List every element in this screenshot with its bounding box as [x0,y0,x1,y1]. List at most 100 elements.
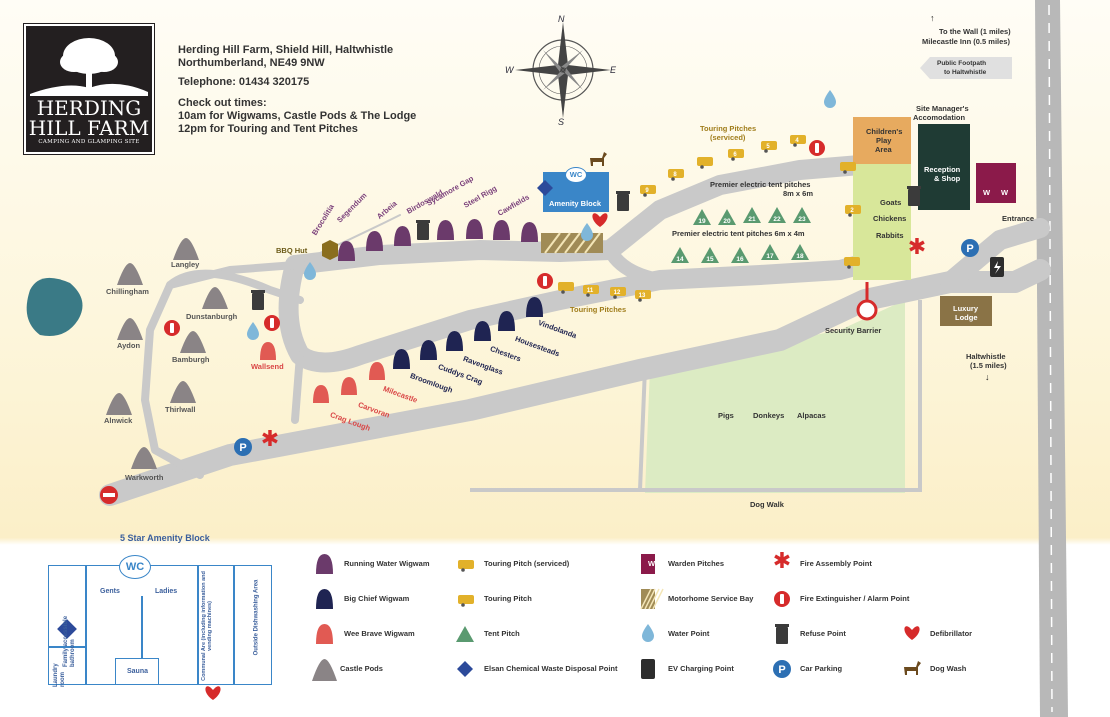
legend-touring: Touring Pitch [484,594,532,603]
legend-touring-icon [458,595,474,604]
serviced-touring-pitch-6 [728,149,744,158]
legend-big-chief: Big Chief Wigwam [344,594,410,603]
fire-extinguisher-4-body [270,318,274,328]
fire-assembly-2: ✱ [261,427,279,452]
amenity-block-label: Amenity Block [549,199,602,208]
legend-water: Water Point [668,629,710,638]
big-chief-wigwam-2 [498,311,515,331]
premier-pitches-size: 8m x 6m [783,189,814,198]
legend-refuse-icon [776,627,788,644]
running-water-wigwam-2 [366,231,383,251]
running-water-wigwam-4 [437,220,454,240]
tent-pitch-14-number: 14 [676,256,684,263]
wc-badge: WC [565,167,587,183]
legend-fire-ext: Fire Extinguisher / Alarm Point [800,594,910,603]
premier-pitches-label: Premier electric tent pitches [710,180,811,189]
serviced-touring-pitch-9-number: 9 [645,188,649,194]
tent-pitch-23 [793,207,811,223]
logo-tagline: CAMPING AND GLAMPING SITE [38,139,140,145]
wee-brave-wigwam-4 [260,342,276,360]
big-chief-wigwam-6 [393,349,410,369]
touring-serviced-label-2: (serviced) [710,133,746,142]
amenity-outside: Outside Dishwashing Area [253,579,260,656]
tent-pitch-21 [743,207,761,223]
legend-parking-icon-letter: P [778,664,785,676]
legend-castle-pods: Castle Pods [340,664,383,673]
reception-label-1: Reception [924,165,961,174]
running-water-wigwam-7 [521,222,538,242]
big-chief-wigwam-4 [446,331,463,351]
legend-refuse: Refuse Point [800,629,846,638]
compass-n: N [558,14,565,24]
serviced-touring-pitch-1 [844,257,860,266]
amenity-gents: Gents [100,588,120,595]
touring-pitch-11-wheel [586,293,590,297]
legend-tent: Tent Pitch [484,629,520,638]
castle-pod-label-chillingham: Chillingham [106,287,149,296]
sign-milecastle-inn: Milecastle Inn (0.5 miles) [922,37,1010,46]
castle-pod-2 [117,263,143,285]
water-point-2 [304,262,316,280]
security-barrier-icon [856,299,878,321]
rabbits-label: Rabbits [876,231,904,240]
legend-touring-serviced-icon-wheel [461,568,465,572]
legend-wee-brave: Wee Brave Wigwam [344,629,415,638]
sign-haltwhistle-distance: (1.5 miles) [970,361,1007,370]
bbq-hut-label: BBQ Hut [276,246,308,255]
serviced-touring-pitch-9 [640,185,656,194]
legend-running-water: Running Water Wigwam [344,559,430,568]
legend-elsan-icon [457,661,473,677]
sign-footpath-1: Public Footpath [937,60,987,67]
legend-defib: Defibrillator [930,629,973,638]
legend-dog-wash-icon [904,661,921,675]
water-point-3 [247,322,259,340]
castle-pod-3 [202,287,228,309]
luxury-lodge-label-1: Luxury [953,304,979,313]
main-road [1035,0,1068,717]
amenity-plan: WC [48,555,272,685]
serviced-touring-pitch-6-wheel [731,157,735,161]
animal-pens [853,164,911,280]
castle-pod-label-bamburgh: Bamburgh [172,355,210,364]
legend-fire-assembly: Fire Assembly Point [800,559,872,568]
car-parking-1-letter: P [966,243,973,255]
serviced-touring-pitch-9-wheel [643,193,647,197]
touring-pitch-10-wheel [561,290,565,294]
legend-warden-letter: W [648,559,656,568]
refuse-point-3-lid [251,290,265,293]
legend-ev: EV Charging Point [668,664,734,673]
legend-touring-serviced-icon [458,560,474,569]
childrens-label-1: Children's [866,127,903,136]
luxury-lodge [940,296,992,326]
legend-running-water-icon [316,554,333,574]
fire-extinguisher-2-body [543,276,547,286]
touring-pitch-13 [635,290,651,299]
elsan-point-icon [537,180,553,196]
touring-pitch-12-number: 12 [614,290,621,296]
refuse-point-1 [617,194,629,211]
warden-pitches-block [976,163,1016,203]
checkout-wigwams: 10am for Wigwams, Castle Pods & The Lodg… [178,110,417,122]
animal-field [645,300,905,493]
legend-defib-icon [904,626,920,640]
tent-pitch-15 [701,247,719,263]
lake [26,277,83,336]
serviced-touring-pitch-2-wheel [848,213,852,217]
running-water-wigwam-6 [493,220,510,240]
tree-icon [30,38,148,96]
address-line2: Northumberland, NE49 9NW [178,57,325,69]
dog-walk-path [470,300,922,492]
running-water-wigwam-1 [338,241,355,261]
legend-touring-serviced: Touring Pitch (serviced) [484,559,570,568]
refuse-point-2-lid [416,220,430,223]
castle-pod-label-dunstanburgh: Dunstanburgh [186,312,238,321]
footpath-sign [920,57,1012,79]
legend-fire-assembly-icon: ✱ [773,549,791,574]
castle-pod-8 [131,447,157,469]
legend-parking: Car Parking [800,664,843,673]
serviced-touring-pitch-7 [697,157,713,166]
fire-extinguisher-3-body [170,323,174,333]
legend-hatch [652,588,664,610]
